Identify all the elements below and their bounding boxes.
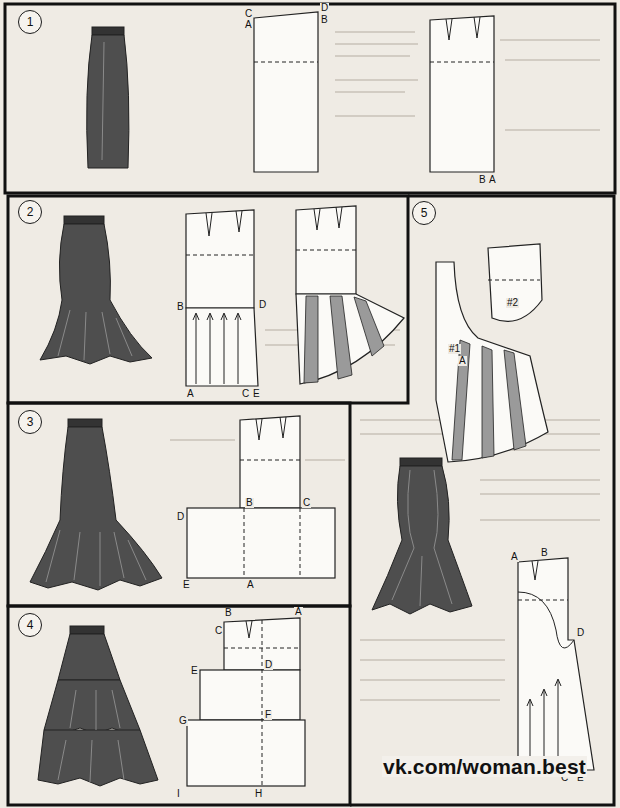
point-letter: A — [458, 356, 467, 366]
point-letter: D — [264, 660, 273, 670]
point-letter: B — [320, 15, 329, 25]
point-letter: A — [246, 580, 255, 590]
point-letter: B — [478, 175, 487, 185]
point-letter: C — [244, 9, 253, 19]
point-letter: E — [190, 666, 199, 676]
step-number: 5 — [421, 207, 428, 219]
point-letter: C — [302, 498, 311, 508]
step-number-circle: 3 — [18, 410, 42, 434]
point-letter: C — [241, 389, 250, 399]
point-letter: A — [510, 552, 519, 562]
point-letter: C — [214, 626, 223, 636]
step-number: 1 — [27, 16, 34, 28]
point-letter: #1 — [448, 344, 461, 354]
point-letter: H — [254, 789, 263, 799]
point-letter: #2 — [506, 298, 519, 308]
step-number-circle: 1 — [18, 10, 42, 34]
point-letter: A — [244, 20, 253, 30]
step-number-circle: 2 — [18, 200, 42, 224]
point-letter: A — [488, 175, 497, 185]
point-letter: D — [576, 628, 585, 638]
point-letter: G — [178, 716, 188, 726]
point-letter: B — [540, 548, 549, 558]
point-letter: A — [294, 607, 303, 617]
step-number-circle: 5 — [412, 201, 436, 225]
point-letter: D — [258, 300, 267, 310]
point-letter: B — [224, 608, 233, 618]
step-number-circle: 4 — [18, 613, 42, 637]
point-letter: B — [176, 302, 185, 312]
point-letter: D — [176, 512, 185, 522]
watermark: vk.com/woman.best — [382, 756, 587, 777]
point-letter: F — [264, 710, 272, 720]
step-number: 4 — [27, 619, 34, 631]
point-letter: E — [252, 389, 261, 399]
step-number: 3 — [27, 416, 34, 428]
point-letter: I — [176, 789, 181, 799]
point-letter: E — [182, 580, 191, 590]
point-letter: A — [186, 389, 195, 399]
step-number: 2 — [27, 206, 34, 218]
point-letter: D — [320, 3, 329, 13]
point-letter: B — [245, 498, 254, 508]
